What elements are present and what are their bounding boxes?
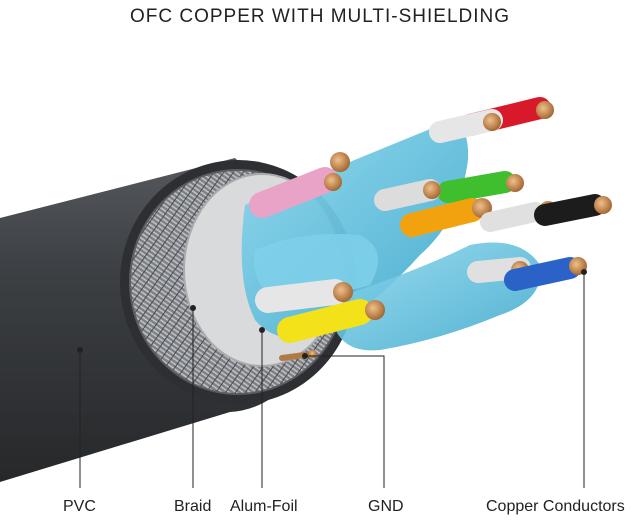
- label-pvc: PVC: [63, 498, 96, 515]
- diagram-title: OFC COPPER WITH MULTI-SHIELDING: [129, 6, 511, 27]
- label-alum-foil: Alum-Foil: [230, 498, 298, 515]
- label-copper-conductors: Copper Conductors: [486, 498, 625, 515]
- twisted-pair-shields: [241, 123, 541, 351]
- conductor-wires: [249, 97, 612, 361]
- leader-lines: [77, 269, 587, 488]
- label-gnd: GND: [368, 498, 404, 515]
- label-braid: Braid: [174, 498, 212, 515]
